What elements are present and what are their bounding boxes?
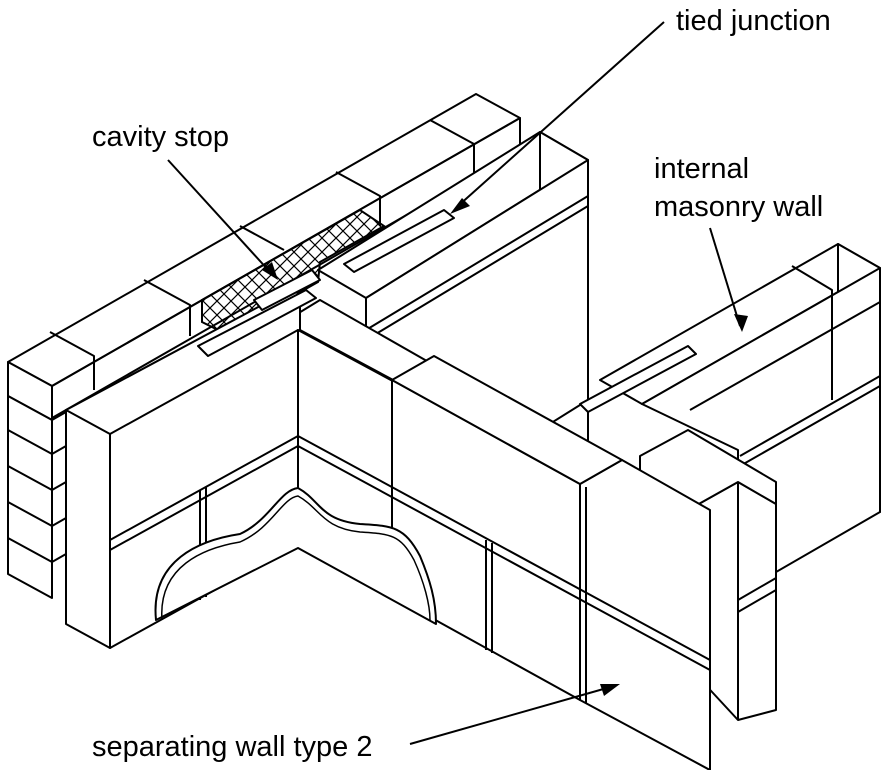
label-cavity-stop: cavity stop <box>92 121 229 153</box>
leader-separating-wall <box>409 684 620 745</box>
wall-tie-1 <box>197 289 317 357</box>
wall-tie-3 <box>579 345 697 413</box>
front-block-leaf <box>65 289 711 770</box>
label-separating-wall: separating wall type 2 <box>92 731 373 763</box>
wall-tie-4 <box>253 269 321 311</box>
leader-tied-junction <box>450 21 665 214</box>
cavity-stop-fill <box>201 208 386 336</box>
label-internal-wall-line2: masonry wall <box>654 191 823 223</box>
cutaway-reveal <box>154 487 437 625</box>
back-brick-leaf <box>7 93 521 599</box>
label-internal-wall-line1: internal <box>654 153 749 185</box>
leader-internal-wall <box>709 227 748 332</box>
wall-tie-2 <box>343 209 455 273</box>
label-tied-junction: tied junction <box>676 5 831 37</box>
leader-cavity-stop <box>167 159 278 280</box>
